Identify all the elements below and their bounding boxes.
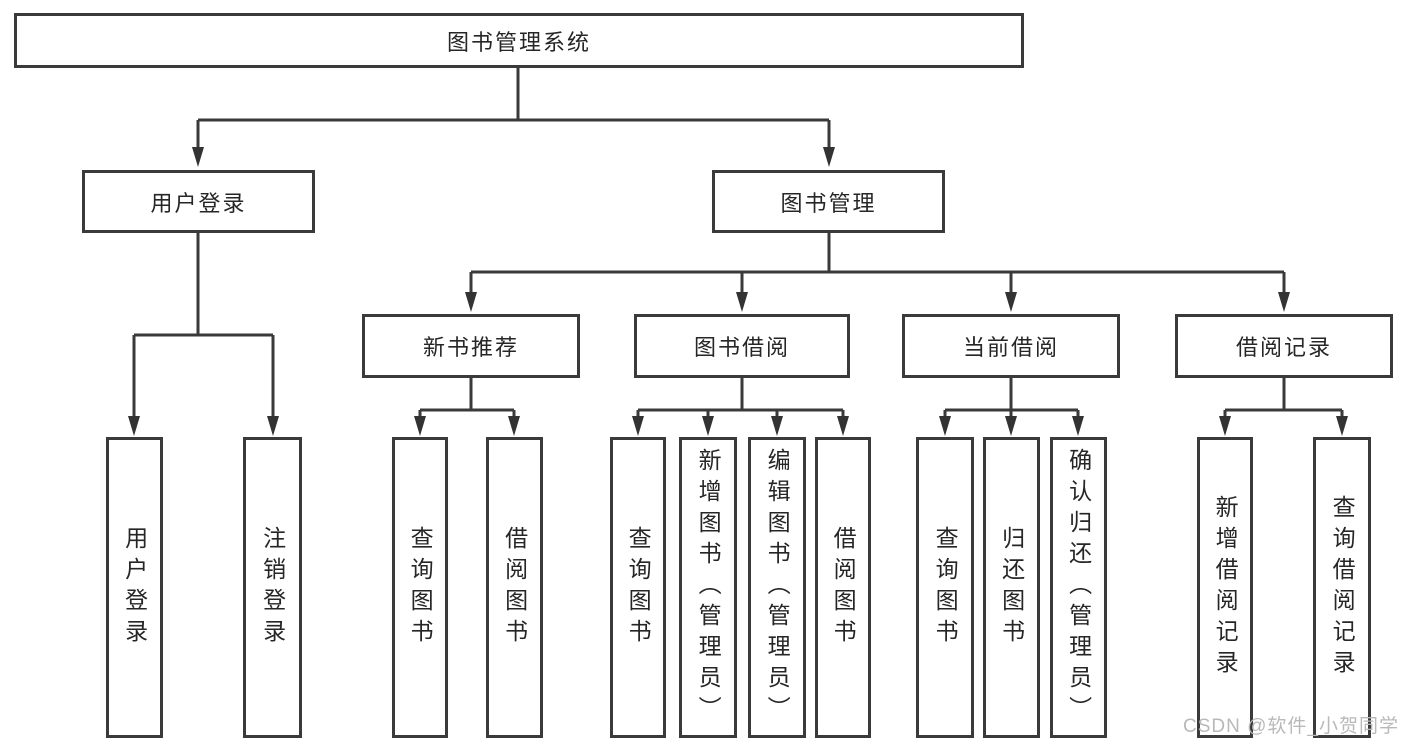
node-book-borrow-label: 图书借阅 — [693, 335, 790, 360]
leaf-records-add-record-label: 新增借阅记录 — [1212, 494, 1239, 681]
leaf-borrow-borrow-books-label: 借阅图书 — [830, 525, 857, 650]
leaf-current-confirm-return-admin: 确认归还（管理员） — [1050, 437, 1107, 738]
leaf-records-query-record: 查询借阅记录 — [1313, 437, 1371, 738]
leaf-borrow-add-books-admin-label: 新增图书（管理员） — [695, 448, 722, 727]
leaf-newbook-borrow-books: 借阅图书 — [486, 437, 543, 738]
leaf-borrow-query-books: 查询图书 — [610, 437, 666, 738]
leaf-records-add-record: 新增借阅记录 — [1197, 437, 1253, 738]
node-user-login-label: 用户登录 — [150, 190, 247, 216]
node-current-borrow: 当前借阅 — [902, 314, 1120, 378]
leaf-user-login-label: 用户登录 — [121, 525, 148, 650]
leaf-current-query-books: 查询图书 — [916, 437, 974, 738]
leaf-newbook-borrow-books-label: 借阅图书 — [501, 525, 528, 650]
node-book-management: 图书管理 — [712, 170, 945, 233]
node-new-book-recommend-label: 新书推荐 — [422, 335, 519, 360]
leaf-borrow-add-books-admin: 新增图书（管理员） — [679, 437, 737, 738]
leaf-borrow-edit-books-admin-label: 编辑图书（管理员） — [764, 448, 791, 727]
node-user-login: 用户登录 — [82, 170, 315, 233]
arrowheads — [128, 147, 1348, 436]
leaf-current-query-books-label: 查询图书 — [932, 525, 959, 650]
leaf-current-return-books: 归还图书 — [983, 437, 1040, 738]
node-borrow-records: 借阅记录 — [1175, 314, 1393, 378]
node-new-book-recommend: 新书推荐 — [362, 314, 580, 378]
node-book-management-label: 图书管理 — [780, 190, 877, 216]
leaf-logout-label: 注销登录 — [259, 525, 286, 650]
node-current-borrow-label: 当前借阅 — [962, 335, 1059, 360]
node-root-label: 图书管理系统 — [446, 29, 591, 55]
leaf-user-login: 用户登录 — [106, 437, 163, 738]
leaf-current-return-books-label: 归还图书 — [998, 525, 1025, 650]
leaf-borrow-query-books-label: 查询图书 — [625, 525, 652, 650]
csdn-watermark: CSDN @软件_小贺同学 — [1183, 716, 1399, 737]
leaf-borrow-borrow-books: 借阅图书 — [815, 437, 871, 738]
leaf-borrow-edit-books-admin: 编辑图书（管理员） — [748, 437, 806, 738]
leaf-current-confirm-return-admin-label: 确认归还（管理员） — [1065, 448, 1092, 727]
leaf-newbook-query-books: 查询图书 — [392, 437, 448, 738]
leaf-logout: 注销登录 — [243, 437, 302, 738]
node-root-system: 图书管理系统 — [14, 13, 1024, 68]
leaf-newbook-query-books-label: 查询图书 — [407, 525, 434, 650]
node-book-borrow: 图书借阅 — [634, 314, 850, 378]
node-borrow-records-label: 借阅记录 — [1235, 335, 1332, 360]
leaf-records-query-record-label: 查询借阅记录 — [1329, 494, 1356, 681]
